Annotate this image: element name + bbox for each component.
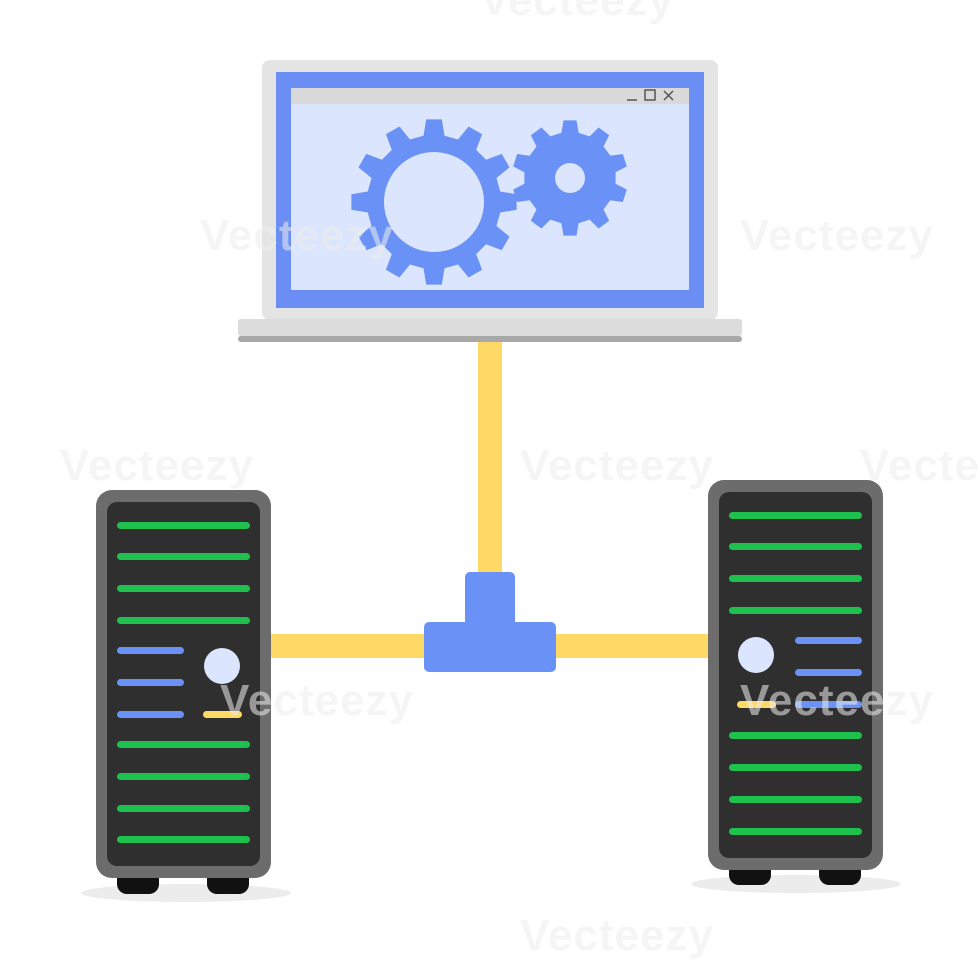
gear-icon [351, 119, 517, 285]
led-bar [117, 711, 184, 718]
server-leds [729, 512, 862, 835]
gear-icon [513, 120, 627, 236]
right-server [708, 480, 883, 885]
app-window [291, 88, 689, 290]
led-bar [117, 805, 250, 812]
watermark-text: Vecteezy [200, 211, 394, 260]
led-bar [729, 607, 862, 614]
watermark-text: Vecteezy [860, 441, 980, 490]
led-bar [795, 669, 862, 676]
watermark-text: Vecteezy [740, 676, 934, 725]
led-bar [737, 701, 776, 708]
watermark-text: Vecteezy [480, 0, 674, 25]
server-indicator [204, 648, 240, 684]
led-bar [117, 836, 250, 843]
watermark-text: Vecteezy [520, 911, 714, 960]
watermark-text: Vecteezy [740, 211, 934, 260]
laptop-base [238, 319, 742, 336]
led-bar [729, 828, 862, 835]
led-bar [729, 512, 862, 519]
led-bar [117, 679, 184, 686]
cable-right [550, 634, 716, 658]
left-server-shadow [81, 884, 291, 902]
led-bar [117, 585, 250, 592]
server-indicator [738, 637, 774, 673]
led-bar [729, 764, 862, 771]
right-server-shadow [691, 875, 901, 893]
left-server [96, 490, 271, 894]
laptop-base-edge [238, 336, 742, 342]
led-bar [117, 553, 250, 560]
led-bar [729, 796, 862, 803]
cable-vertical [478, 340, 502, 580]
led-bar [117, 617, 250, 624]
watermark: VecteezyVecteezyVecteezyVecteezyVecteezy… [60, 0, 980, 960]
led-bar [117, 741, 250, 748]
window-titlebar [291, 88, 689, 104]
watermark-text: Vecteezy [60, 441, 254, 490]
server-leds [117, 522, 250, 843]
led-bar [203, 711, 242, 718]
watermark-text: Vecteezy [220, 676, 414, 725]
laptop [238, 60, 742, 342]
led-bar [117, 647, 184, 654]
gear-hole [384, 152, 484, 252]
led-bar [729, 732, 862, 739]
cable-left [266, 634, 432, 658]
led-bar [117, 773, 250, 780]
led-bar [729, 575, 862, 582]
led-bar [795, 701, 862, 708]
t-connector [424, 572, 556, 672]
led-bar [729, 543, 862, 550]
cables [266, 340, 716, 658]
gear-hole [555, 163, 585, 193]
watermark-text: Vecteezy [520, 441, 714, 490]
maximize-icon[interactable] [644, 89, 656, 101]
close-icon[interactable] [663, 90, 674, 101]
led-bar [117, 522, 250, 529]
led-bar [795, 637, 862, 644]
